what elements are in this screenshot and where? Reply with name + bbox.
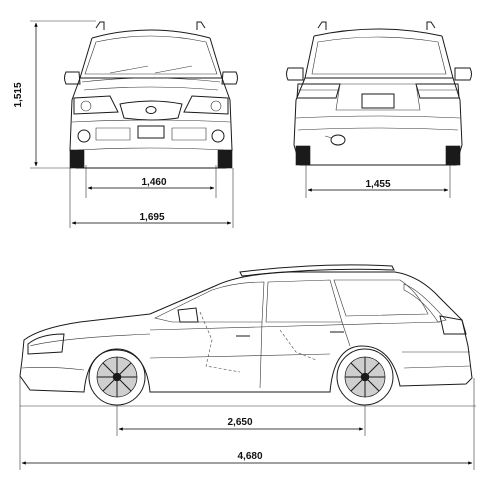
width-label: 1,695 bbox=[139, 212, 164, 223]
wheelbase-dimension: 2,650 bbox=[116, 406, 366, 436]
wheelbase-label: 2,650 bbox=[227, 417, 252, 428]
height-dimension: 1,515 bbox=[13, 20, 96, 169]
front-track-label: 1,460 bbox=[141, 177, 166, 188]
width-dimension: 1,695 bbox=[69, 168, 234, 228]
rear-view bbox=[286, 21, 472, 166]
height-label: 1,515 bbox=[13, 82, 24, 107]
front-view bbox=[64, 21, 238, 169]
side-view bbox=[19, 264, 476, 407]
length-dimension: 4,680 bbox=[19, 376, 475, 470]
rear-track-dimension: 1,455 bbox=[305, 165, 451, 198]
rear-track-label: 1,455 bbox=[365, 179, 390, 190]
front-track-dimension: 1,460 bbox=[85, 165, 217, 198]
length-label: 4,680 bbox=[237, 451, 262, 462]
